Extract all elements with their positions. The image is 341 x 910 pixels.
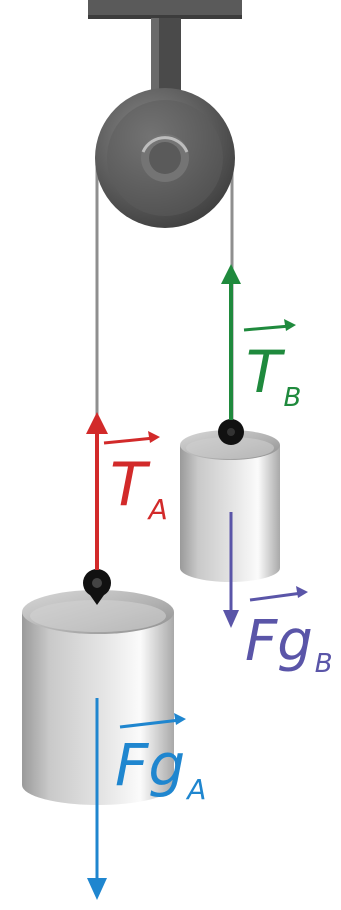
vector-bar-tb: [243, 319, 296, 332]
weight-b-arrow: [223, 512, 239, 628]
hook-b: [218, 419, 244, 445]
vector-bar-ta: [103, 431, 160, 445]
label-tension-a: TA: [110, 450, 168, 526]
vector-bar-fga: [119, 713, 186, 729]
tension-b-arrow: [221, 264, 241, 420]
vector-bar-fgb: [249, 586, 308, 602]
label-weight-a: FgA: [115, 731, 206, 806]
pulley: [95, 88, 235, 228]
hook-a: [83, 569, 111, 605]
label-tension-b: TB: [246, 338, 301, 413]
tension-a-arrow: [86, 412, 108, 570]
ceiling-mount: [88, 0, 242, 148]
weight-a-arrow: [87, 698, 107, 900]
label-weight-b: FgB: [245, 609, 333, 679]
